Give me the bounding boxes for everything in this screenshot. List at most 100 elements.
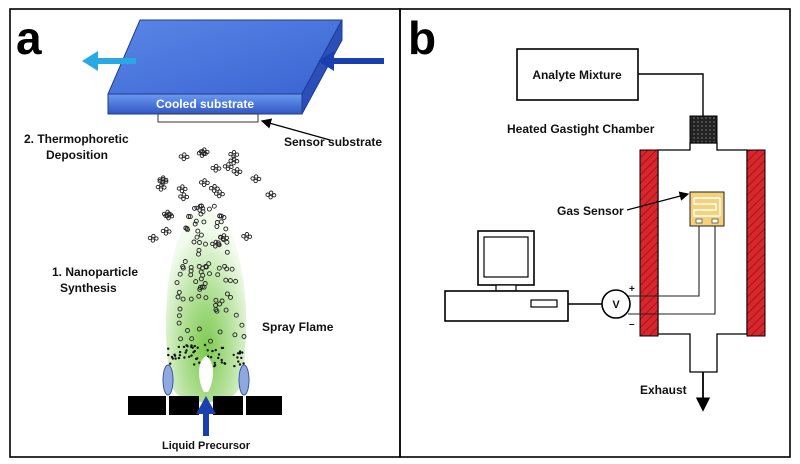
precursor-droplet	[198, 361, 201, 364]
nanoparticle	[217, 329, 223, 335]
sensor-substrate-pointer	[260, 118, 331, 141]
nanoparticle	[206, 206, 212, 212]
precursor-droplet	[191, 346, 194, 349]
cooled-substrate	[107, 19, 343, 115]
nanoparticle-agglomerate	[176, 184, 188, 194]
nanoparticle-agglomerate	[208, 184, 220, 193]
voltmeter-minus-sign: –	[629, 319, 635, 330]
nanoparticle	[192, 205, 197, 211]
precursor-droplet	[167, 353, 170, 357]
precursor-droplet	[190, 354, 193, 357]
precursor-droplet	[174, 357, 177, 360]
burner-base	[128, 396, 282, 415]
precursor-droplet	[177, 356, 181, 360]
nanoparticle	[217, 213, 223, 219]
nanoparticle	[223, 277, 229, 283]
nanoparticle	[224, 266, 230, 272]
nanoparticle	[215, 272, 221, 278]
precursor-droplet	[233, 364, 236, 368]
nanoparticle	[223, 226, 229, 232]
nanoparticles	[174, 203, 247, 344]
nanoparticle	[219, 298, 225, 304]
precursor-droplet	[182, 345, 186, 349]
precursor-droplet	[173, 354, 177, 357]
nanoparticle	[185, 328, 190, 333]
nanoparticle	[227, 278, 233, 284]
nanoparticle	[203, 295, 209, 301]
precursor-droplet	[177, 345, 180, 349]
panel-b-letter: b	[408, 12, 436, 64]
nanoparticle	[224, 239, 230, 245]
nanoparticle	[191, 239, 197, 245]
nanoparticle-agglomerate	[198, 178, 210, 188]
gas-sensor-pointer	[626, 191, 690, 211]
nanoparticle	[188, 268, 194, 274]
nanoparticle-agglomerate	[147, 233, 159, 243]
nanoparticle	[233, 278, 239, 284]
nanoparticle	[228, 294, 233, 300]
coolant-inlet-arrow-icon	[318, 51, 384, 71]
precursor-droplet	[217, 356, 220, 360]
precursor-droplet	[167, 347, 170, 350]
heater-jacket-right	[746, 149, 766, 337]
step1-label-line2: Synthesis	[60, 281, 117, 295]
precursor-droplet	[242, 362, 245, 365]
nanoparticle	[192, 221, 198, 227]
nanoparticle	[186, 214, 192, 219]
nanoparticle	[176, 313, 182, 319]
nanoparticle	[174, 280, 180, 286]
analyte-feed-line	[638, 73, 704, 116]
nanoparticle	[197, 240, 202, 245]
nanoparticle-agglomerate	[178, 152, 190, 162]
nanoparticle	[187, 214, 193, 220]
spray-flame	[165, 210, 247, 402]
sensor-lead-plus	[628, 226, 700, 297]
step2-label-line2: Deposition	[46, 148, 108, 162]
nanoparticle	[188, 264, 194, 270]
nanoparticle-agglomerates	[147, 147, 277, 249]
nanoparticle-agglomerate	[198, 147, 210, 157]
precursor-droplet	[240, 356, 243, 360]
step2-label-line1: 2. Thermophoretic	[24, 132, 129, 146]
nanoparticle	[208, 338, 213, 344]
nanoparticle-agglomerate	[194, 203, 206, 213]
precursor-droplet	[193, 363, 196, 366]
nanoparticle-agglomerate	[228, 149, 240, 159]
nanoparticle	[206, 261, 212, 267]
analyte-mixture-label: Analyte Mixture	[532, 68, 622, 82]
nanoparticle	[224, 291, 230, 297]
chamber-label: Heated Gastight Chamber	[507, 122, 655, 136]
nanoparticle	[221, 215, 227, 220]
nanoparticle	[239, 322, 245, 328]
nanoparticle	[180, 264, 186, 270]
liquid-precursor-label: Liquid Precursor	[162, 440, 251, 452]
sensor-substrate-label: Sensor substrate	[284, 135, 382, 149]
nanoparticle	[195, 228, 201, 234]
precursor-droplet	[169, 362, 172, 365]
nanoparticle	[233, 312, 239, 318]
nanoparticle-agglomerate	[163, 211, 175, 221]
voltmeter-label: V	[612, 299, 620, 311]
precursor-droplet	[196, 346, 199, 349]
precursor-droplet	[220, 346, 224, 350]
sensor-substrate-plate	[157, 113, 259, 123]
nanoparticle-agglomerate	[222, 162, 234, 172]
precursor-droplet	[220, 358, 223, 362]
coolant-outlet-arrow-icon	[82, 51, 136, 71]
spray-flame-label: Spray Flame	[262, 320, 334, 334]
precursor-droplet	[238, 363, 242, 366]
computer-icon	[444, 230, 569, 322]
nanoparticle	[216, 265, 222, 271]
precursor-droplet	[171, 357, 174, 360]
precursor-droplet	[188, 355, 191, 358]
nanoparticle-agglomerate	[178, 192, 190, 202]
precursor-droplet	[220, 361, 223, 364]
nanoparticle	[176, 320, 182, 326]
nanoparticle	[201, 219, 207, 225]
precursor-droplet	[232, 353, 235, 357]
precursor-droplet	[185, 349, 188, 352]
gas-sensor-icon	[689, 191, 725, 227]
nanoparticle-agglomerate	[231, 167, 243, 176]
precursor-droplet	[213, 365, 216, 368]
